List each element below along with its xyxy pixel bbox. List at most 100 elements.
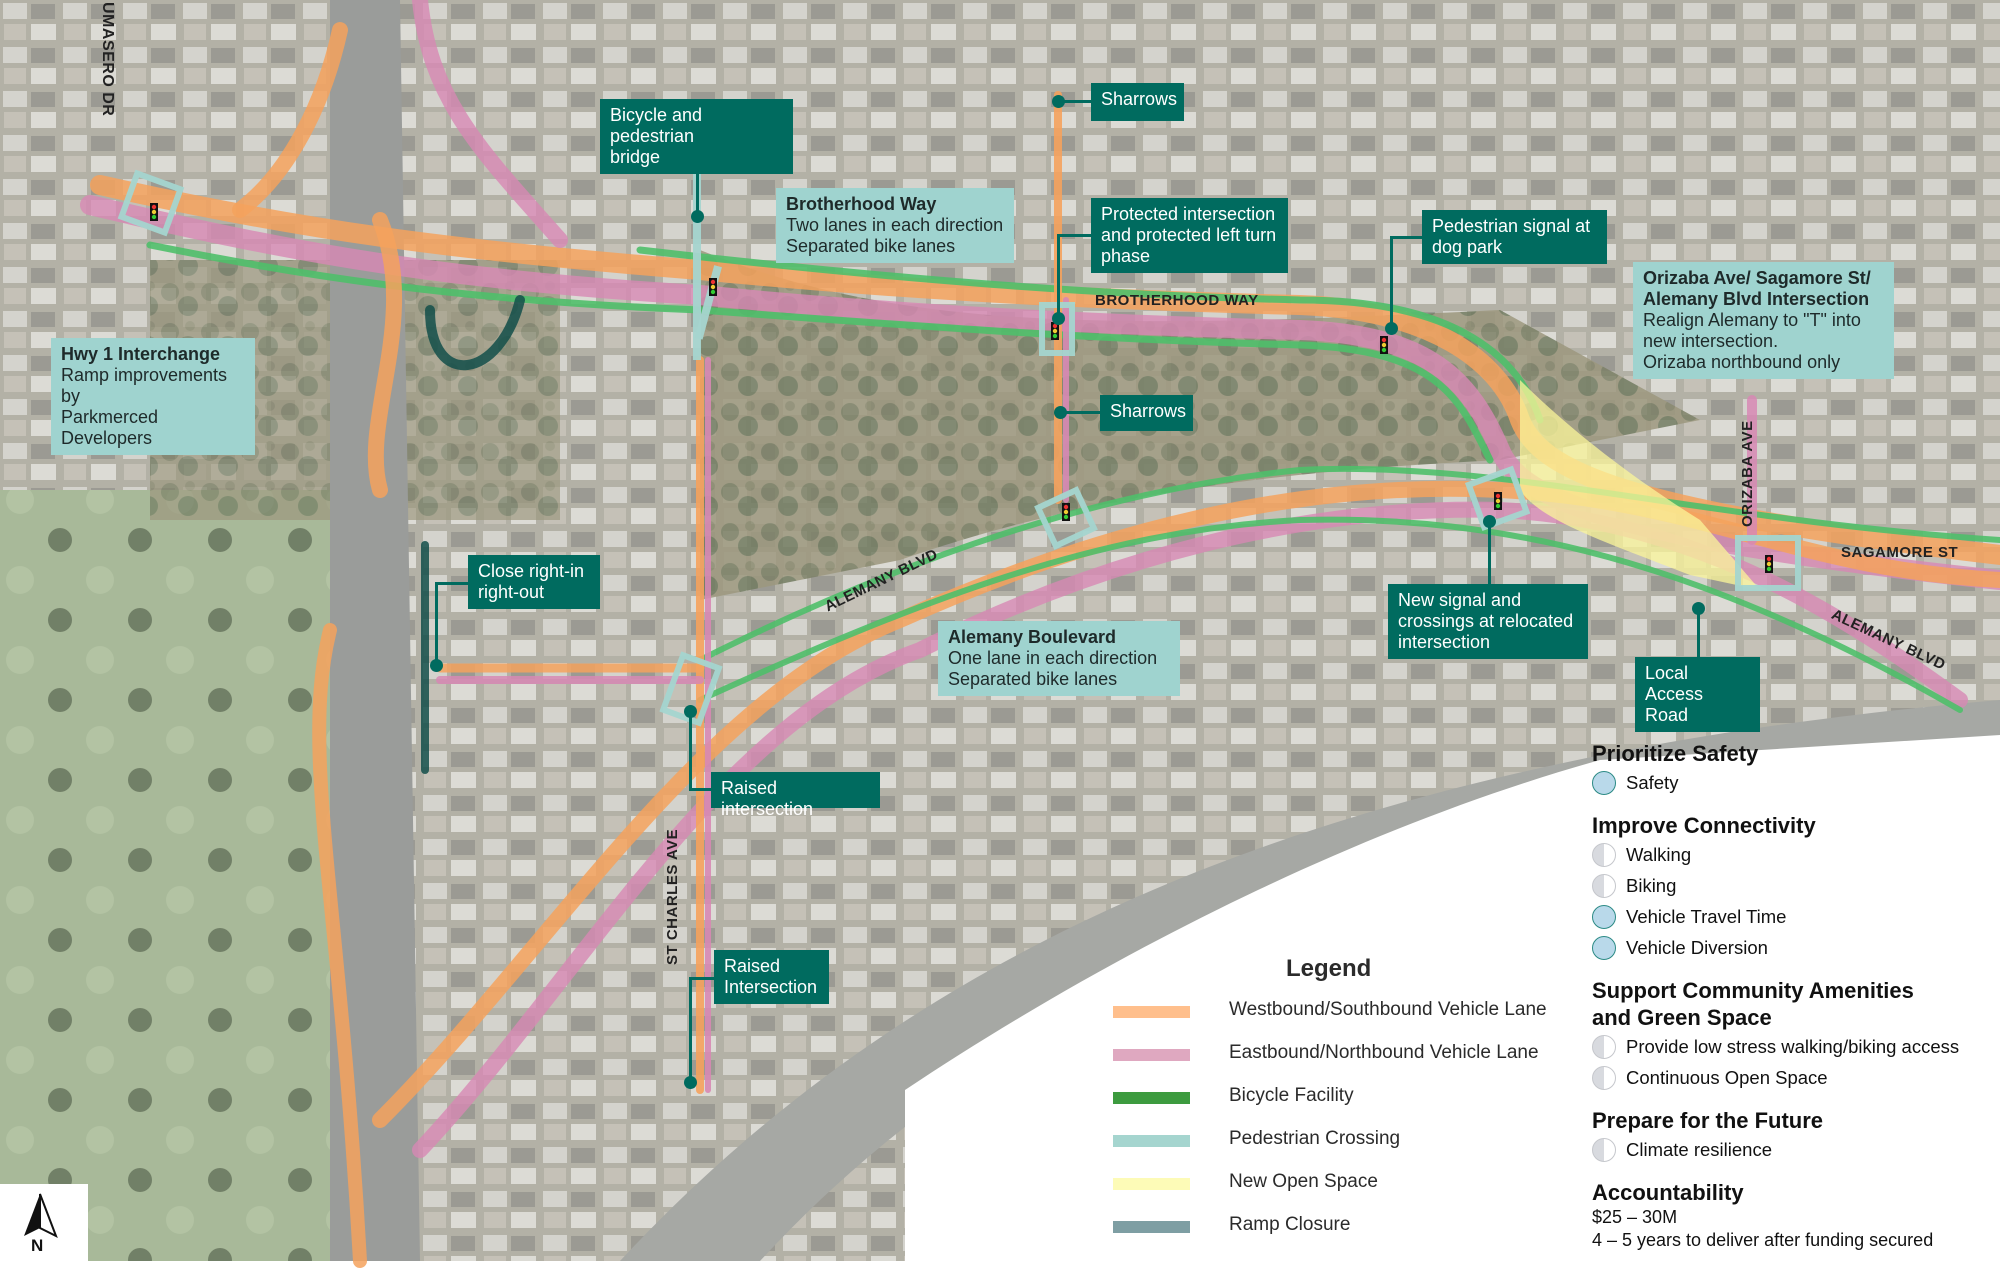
goal-item: Climate resilience xyxy=(1592,1134,2000,1165)
goal-item-label: Continuous Open Space xyxy=(1626,1067,1828,1088)
callout-protected-intersection: Protected intersection and protected lef… xyxy=(1091,198,1288,273)
rating-full-circle-icon xyxy=(1592,936,1616,960)
callout-text: Parkmerced Developers xyxy=(61,407,159,448)
road-label-orizaba: ORIZABA AVE xyxy=(1739,420,1756,527)
goal-item: Walking xyxy=(1592,839,2000,870)
callout-text: One lane in each direction xyxy=(948,648,1158,668)
legend-swatch-teal xyxy=(1113,1135,1190,1147)
leader-dot xyxy=(1052,312,1065,325)
leader-dot xyxy=(1483,515,1496,528)
leader-line xyxy=(435,582,468,585)
goal-item-label: Vehicle Travel Time xyxy=(1626,906,1787,927)
callout-raised-intersection-north: Raised intersection xyxy=(711,772,880,819)
leader-line xyxy=(696,156,699,216)
goal-item: Provide low stress walking/biking access xyxy=(1592,1031,2000,1062)
goal-heading: Accountability xyxy=(1592,1180,1744,1205)
rating-full-circle-icon xyxy=(1592,771,1616,795)
goal-heading: Improve Connectivity xyxy=(1592,813,1816,838)
callout-title: Alemany Boulevard xyxy=(948,627,1117,647)
rating-half-circle-icon xyxy=(1592,1138,1616,1162)
leader-dot xyxy=(684,1076,697,1089)
leader-line xyxy=(1057,234,1091,237)
callout-text: dog park xyxy=(1432,237,1503,257)
callout-hwy1-interchange: Hwy 1 Interchange Ramp improvements by P… xyxy=(51,338,255,455)
road-label-st-charles: ST CHARLES AVE xyxy=(664,828,681,965)
rating-half-circle-icon xyxy=(1592,1066,1616,1090)
leader-line xyxy=(689,788,711,791)
leader-line xyxy=(689,714,692,790)
callout-text: Realign Alemany to "T" into xyxy=(1643,310,1861,330)
legend-item-ramp-closure: Ramp Closure xyxy=(1113,1214,1593,1244)
legend-item-westbound: Westbound/Southbound Vehicle Lane xyxy=(1113,999,1593,1029)
goal-item: Vehicle Travel Time xyxy=(1592,901,2000,932)
leader-line xyxy=(1697,610,1700,657)
leader-dot xyxy=(1692,602,1705,615)
goal-item: Safety xyxy=(1592,767,2000,798)
leader-dot xyxy=(1385,322,1398,335)
callout-text: Local Access xyxy=(1645,663,1704,704)
callout-sharrows-north: Sharrows xyxy=(1091,83,1184,121)
goal-community: Support Community Amenities and Green Sp… xyxy=(1592,977,2000,1093)
goal-accountability: Accountability $25 – 30M 4 – 5 years to … xyxy=(1592,1179,2000,1252)
rating-full-circle-icon xyxy=(1592,905,1616,929)
legend-title: Legend xyxy=(1286,955,1372,982)
goal-item-label: Safety xyxy=(1626,772,1679,793)
goal-item: Biking xyxy=(1592,870,2000,901)
leader-dot xyxy=(691,210,704,223)
callout-alemany-boulevard: Alemany Boulevard One lane in each direc… xyxy=(938,621,1180,696)
leader-dot xyxy=(1052,95,1065,108)
callout-brotherhood-way: Brotherhood Way Two lanes in each direct… xyxy=(776,188,1014,263)
north-arrow-icon xyxy=(24,1193,58,1239)
north-label: N xyxy=(31,1236,44,1255)
evaluation-panel: Prioritize Safety Safety Improve Connect… xyxy=(1592,740,2000,1266)
goal-heading: Prepare for the Future xyxy=(1592,1108,1824,1133)
legend-swatch-pink xyxy=(1113,1049,1190,1061)
callout-new-signal: New signal and crossings at relocated in… xyxy=(1388,584,1588,659)
legend-label: Eastbound/Northbound Vehicle Lane xyxy=(1229,1042,1539,1063)
goal-future: Prepare for the Future Climate resilienc… xyxy=(1592,1107,2000,1165)
callout-text: Orizaba northbound only xyxy=(1643,352,1841,372)
road-label-umasero: UMASERO DR xyxy=(99,2,116,117)
callout-text: Separated bike lanes xyxy=(786,236,956,256)
goal-item-label: Walking xyxy=(1626,844,1692,865)
callout-pedestrian-signal: Pedestrian signal at dog park xyxy=(1422,210,1607,264)
callout-text: Bicycle and pedestrian xyxy=(610,105,703,146)
callout-text: crossings at relocated xyxy=(1398,611,1574,631)
goal-item-label: Biking xyxy=(1626,875,1677,896)
callout-local-access-road: Local Access Road xyxy=(1635,657,1760,732)
callout-text: Road xyxy=(1645,705,1689,725)
leader-line xyxy=(1057,234,1060,314)
rating-half-circle-icon xyxy=(1592,843,1616,867)
goal-heading: Prioritize Safety xyxy=(1592,741,1759,766)
rating-half-circle-icon xyxy=(1592,1035,1616,1059)
legend-label: Pedestrian Crossing xyxy=(1229,1128,1401,1149)
callout-text: Sharrows xyxy=(1101,89,1178,109)
goal-item-label: Climate resilience xyxy=(1626,1139,1772,1160)
callout-text: Two lanes in each direction xyxy=(786,215,1004,235)
callout-text: new intersection. xyxy=(1643,331,1779,351)
callout-text: and protected left turn xyxy=(1101,225,1277,245)
callout-text: Ramp improvements by xyxy=(61,365,228,406)
leader-line xyxy=(1060,411,1100,414)
cost-estimate: $25 – 30M xyxy=(1592,1207,1678,1227)
callout-text: bridge xyxy=(610,147,661,167)
callout-raised-intersection-south: Raised Intersection xyxy=(714,950,829,1004)
legend-label: New Open Space xyxy=(1229,1171,1378,1192)
legend-swatch-yellow xyxy=(1113,1178,1190,1190)
legend-swatch-green xyxy=(1113,1092,1190,1104)
callout-text: Separated bike lanes xyxy=(948,669,1118,689)
callout-text: intersection xyxy=(1398,632,1491,652)
road-label-sagamore: SAGAMORE ST xyxy=(1841,544,1959,561)
callout-close-right-in: Close right-in right-out xyxy=(468,555,600,609)
north-arrow: N xyxy=(0,1184,88,1261)
legend-item-eastbound: Eastbound/Northbound Vehicle Lane xyxy=(1113,1042,1593,1072)
goal-safety: Prioritize Safety Safety xyxy=(1592,740,2000,798)
goal-connectivity: Improve Connectivity Walking Biking Vehi… xyxy=(1592,812,2000,963)
callout-title: Alemany Blvd Intersection xyxy=(1643,289,1870,309)
callout-text: Sharrows xyxy=(1110,401,1187,421)
legend-item-pedestrian: Pedestrian Crossing xyxy=(1113,1128,1593,1158)
callout-text: right-out xyxy=(478,582,545,602)
leader-dot xyxy=(684,705,697,718)
goal-item: Continuous Open Space xyxy=(1592,1062,2000,1093)
leader-line xyxy=(1058,100,1091,103)
